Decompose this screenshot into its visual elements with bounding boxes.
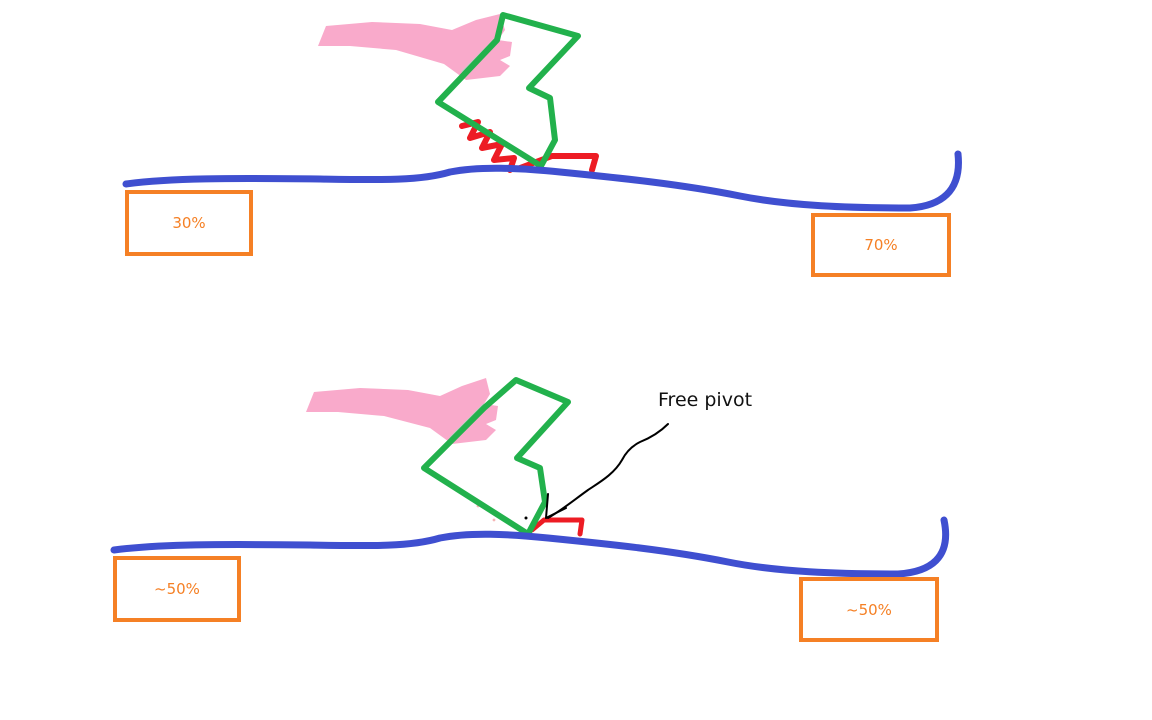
top-binding-icon [435, 12, 581, 169]
top-right-percentage-label: 70% [864, 236, 898, 254]
top-hand-icon [318, 14, 512, 80]
pivot-dot [524, 516, 528, 520]
bottom-binding-icon [421, 377, 571, 537]
top-scene [122, 12, 962, 212]
top-right-percentage-box: 70% [811, 213, 951, 277]
bottom-scene [110, 377, 950, 578]
pivot-arrow-icon [547, 423, 669, 519]
bottom-left-percentage-box: ~50% [113, 556, 241, 622]
top-board-icon [122, 150, 962, 212]
free-pivot-annotation: Free pivot [658, 389, 753, 411]
pivot-arrowhead [545, 493, 567, 519]
bottom-right-percentage-box: ~50% [799, 577, 939, 642]
bottom-left-percentage-label: ~50% [154, 580, 200, 598]
top-left-percentage-box: 30% [125, 190, 253, 256]
bottom-hand-icon [306, 378, 498, 444]
bottom-pad [529, 517, 585, 537]
bottom-board-icon [110, 516, 950, 578]
bottom-right-percentage-label: ~50% [846, 600, 892, 619]
top-left-percentage-label: 30% [172, 214, 206, 232]
